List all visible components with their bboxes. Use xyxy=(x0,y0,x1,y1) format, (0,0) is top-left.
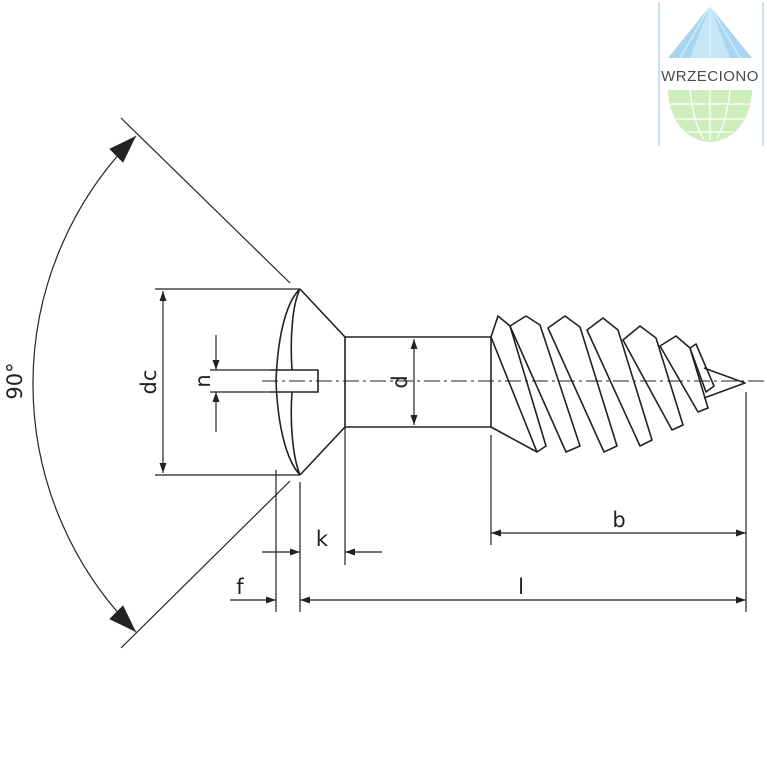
dimension-lines xyxy=(32,135,746,633)
label-angle: 90° xyxy=(3,362,27,399)
screw-head xyxy=(275,288,346,476)
dim-angle-arc xyxy=(32,135,137,633)
label-f: f xyxy=(236,575,244,599)
label-k: k xyxy=(316,527,329,551)
label-dc: dc xyxy=(137,370,161,395)
extension-lines xyxy=(120,117,747,649)
logo-text: WRZECIONO xyxy=(661,68,759,85)
label-d: d xyxy=(388,375,412,388)
label-l: l xyxy=(518,575,524,599)
wrzeciono-logo: WRZECIONO xyxy=(658,2,764,146)
logo-globe-icon xyxy=(668,90,752,142)
screw-shank xyxy=(345,336,492,428)
screw-thread xyxy=(490,315,746,453)
label-b: b xyxy=(612,508,625,532)
logo-pyramid-icon xyxy=(668,5,752,59)
label-n: n xyxy=(191,374,215,387)
